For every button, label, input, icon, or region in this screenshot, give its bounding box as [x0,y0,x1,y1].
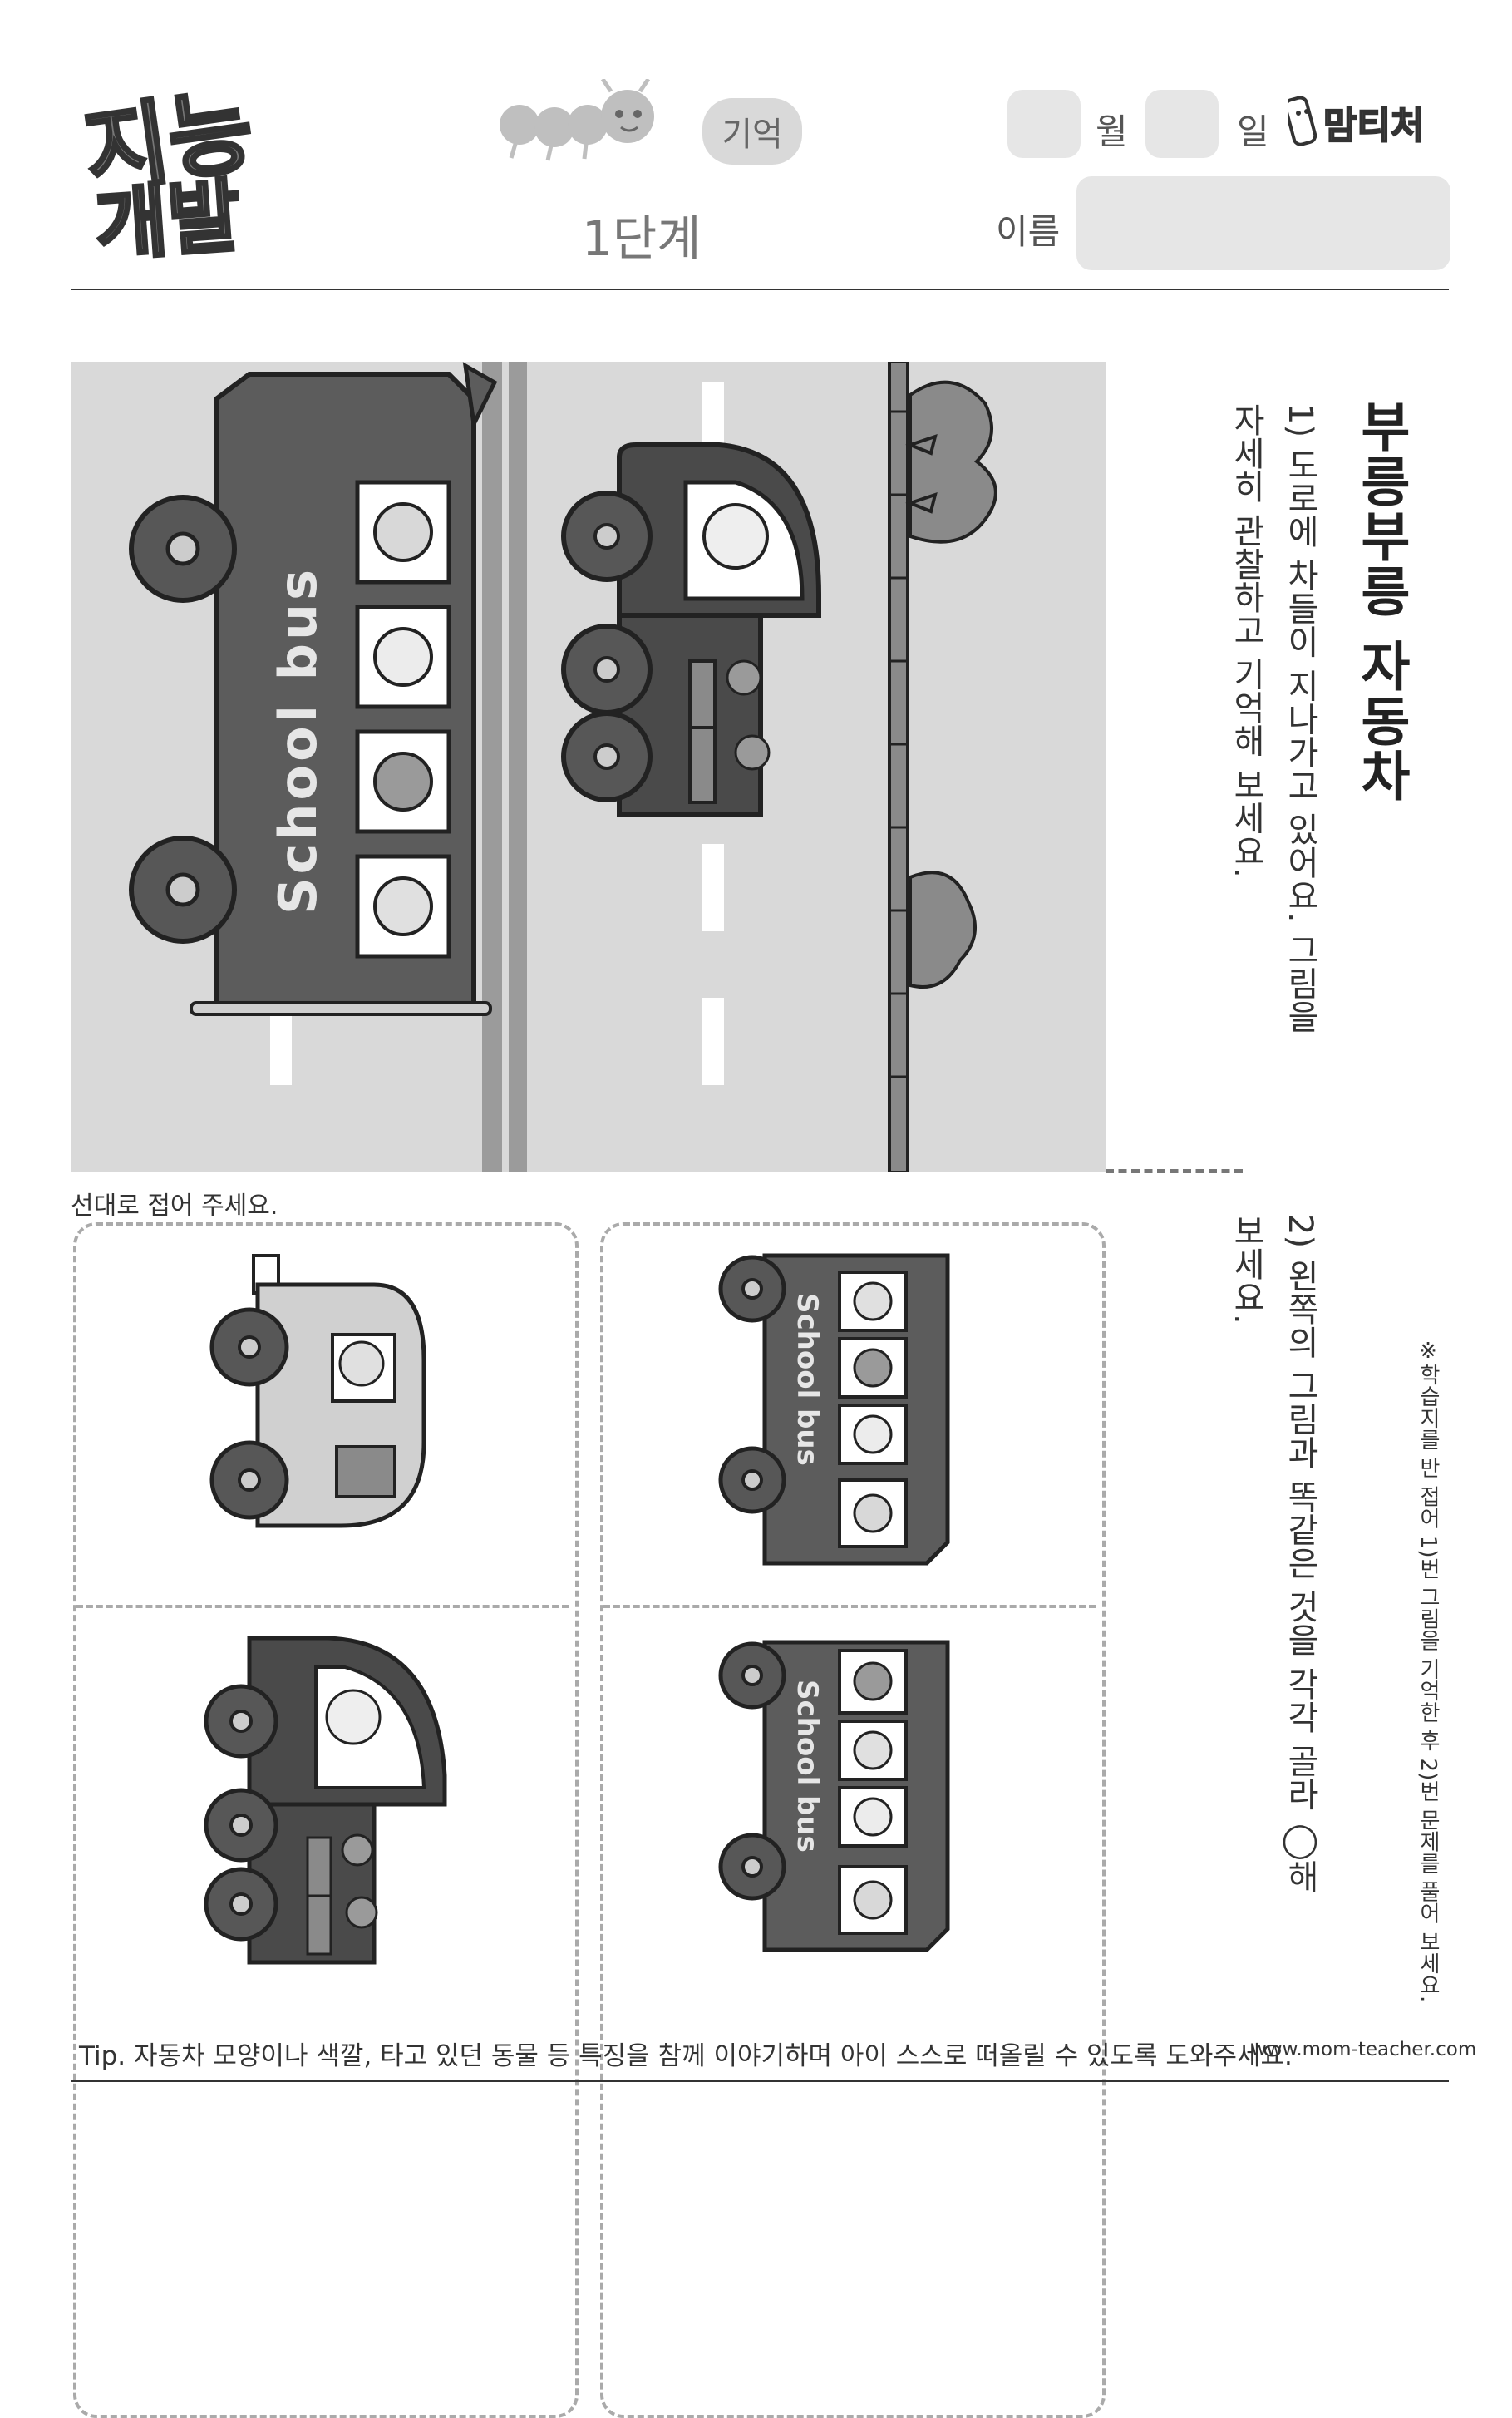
option-truck[interactable] [204,1626,453,1975]
options-divider-left [76,1605,569,1608]
brand-logo: 맘티처 [1288,96,1425,148]
option-bus-2[interactable]: School bus [715,1630,964,1971]
memory-badge: 기억 [702,98,802,165]
options-divider-right [603,1605,1096,1608]
option-light-car[interactable] [208,1251,432,1559]
caterpillar-icon [500,79,654,161]
bus-text: School bus [790,1680,824,1853]
website-link[interactable]: www.mom-teacher.com [1251,2039,1477,2060]
day-input[interactable] [1145,90,1219,158]
svg-text:지능: 지능 [79,79,259,206]
instruction-2-line-1: 2) 왼쪽의 그림과 똑같은 것을 각각 골라 ◯해 [1281,1214,1319,1893]
svg-text:개발: 개발 [92,170,244,262]
stage-label: 1단계 [582,210,702,267]
fold-line [1106,1169,1243,1173]
fold-note: ※학습지를 반 접어 1)번 그림을 기억한 후 2)번 문제를 풀어 보세요. [1416,1339,1441,2003]
option-bus-1[interactable]: School bus [715,1243,964,1584]
tip-text: Tip. 자동차 모양이나 색깔, 타고 있던 동물 등 특징을 참께 이야기하… [79,2041,1293,2071]
truck [561,442,821,817]
day-label: 일 [1237,111,1269,152]
road-scene: School bus [71,362,1106,1172]
instruction-2-line-2: 보세요. [1227,1214,1265,1325]
footer-divider [71,2080,1449,2082]
worksheet-title: 부릉부릉 자동차 [1350,399,1411,804]
fold-label: 선대로 접어 주세요. [71,1192,278,1221]
bus-text: School bus [790,1293,824,1466]
logo: 지능 개발 [79,79,261,262]
month-label: 월 [1096,111,1128,152]
instruction-1-line-2: 자세히 관찰하고 기억해 보세요. [1227,403,1265,878]
name-input[interactable] [1076,176,1450,270]
header-divider [71,289,1449,290]
month-input[interactable] [1007,90,1081,158]
name-label: 이름 [996,211,1061,252]
brand-text: 맘티처 [1323,105,1424,147]
instruction-1-line-1: 1) 도로에 차들이 지나가고 있어요. 그림을 [1281,403,1319,1034]
